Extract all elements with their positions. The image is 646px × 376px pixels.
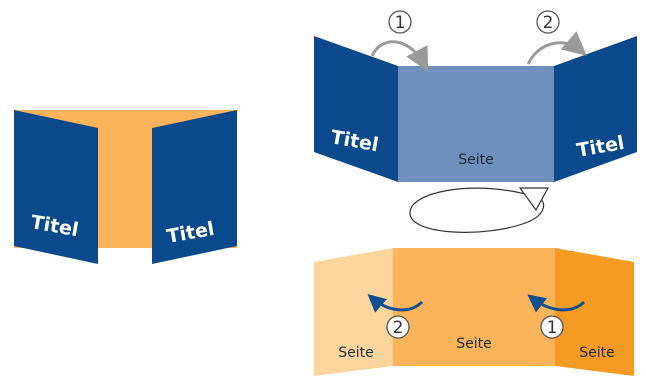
outside-center-label: Seite [458,152,494,168]
closed-flyer-left-flap [14,110,98,264]
step2-badge: 2 [536,10,560,34]
outside-view: Titel Seite Titel 1 2 [314,10,637,182]
inside-center-label: Seite [456,336,492,352]
inside-right-label: Seite [579,345,615,361]
inside-right-panel [555,248,634,376]
closed-flyer: Titel Titel [14,110,237,264]
rotate-arrow-head [518,187,550,212]
outside-center-page [398,66,554,182]
outside-left-flap [314,36,398,182]
step1-badge: 1 [388,10,412,34]
step2-fold-arrow [526,31,587,65]
inside-step2-number: 2 [393,318,404,338]
inside-fold-arrow-right [527,294,586,313]
step1-number: 1 [395,13,406,33]
inside-step2-badge: 2 [386,315,410,339]
step1-fold-arrow [370,40,429,72]
inside-left-panel [314,248,393,376]
step2-number: 2 [543,13,554,33]
closed-flyer-right-flap [152,110,237,264]
inside-step1-number: 1 [547,318,558,338]
inside-view: Seite Seite Seite 2 1 [314,248,634,376]
inside-left-label: Seite [338,345,374,361]
rotate-arrow [406,184,550,236]
inside-step1-badge: 1 [540,315,564,339]
inside-fold-arrow-left [367,294,424,313]
outside-right-flap [554,36,637,182]
inside-center-page [393,248,555,366]
